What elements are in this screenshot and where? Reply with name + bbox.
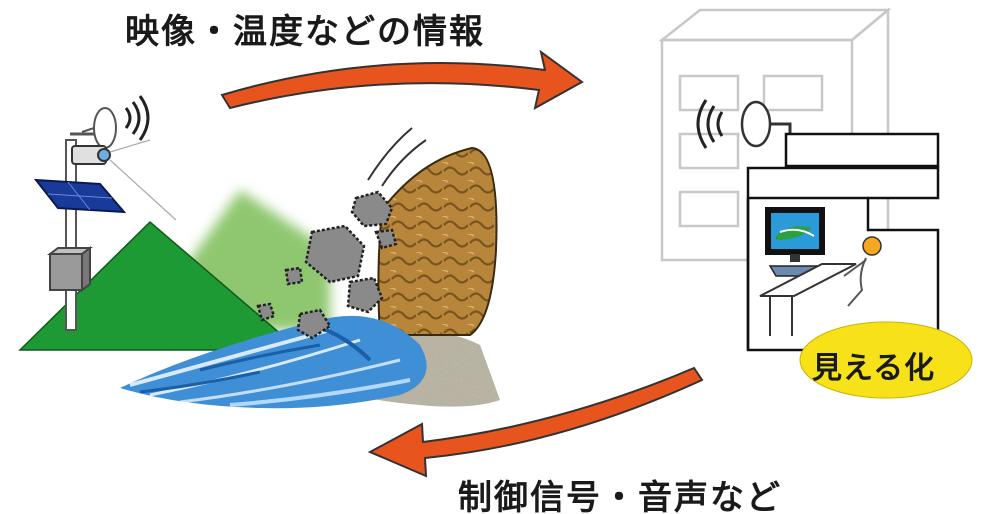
cliff [377, 146, 498, 336]
bottom-arrow-label: 制御信号・音声など [458, 478, 782, 514]
pc-monitor-icon [765, 207, 840, 277]
desk [759, 263, 857, 336]
arrow-to-monitoring [220, 49, 584, 110]
motion-lines [367, 127, 427, 187]
control-box-icon [47, 246, 93, 292]
visualization-bubble [799, 321, 973, 399]
wireless-signal-icon [124, 95, 150, 141]
building-antenna-icon [740, 100, 792, 168]
building-signal-icon [696, 99, 724, 149]
solar-panel-icon [33, 178, 127, 214]
antenna-dish-icon [81, 107, 117, 149]
arrow-to-field [367, 366, 704, 478]
operator-person-icon [843, 236, 882, 307]
camera-icon [71, 139, 177, 221]
top-arrow-label: 映像・温度などの情報 [125, 12, 485, 52]
river [120, 315, 427, 409]
falling-rocks [256, 190, 398, 340]
visualization-label: 見える化 [812, 351, 936, 386]
